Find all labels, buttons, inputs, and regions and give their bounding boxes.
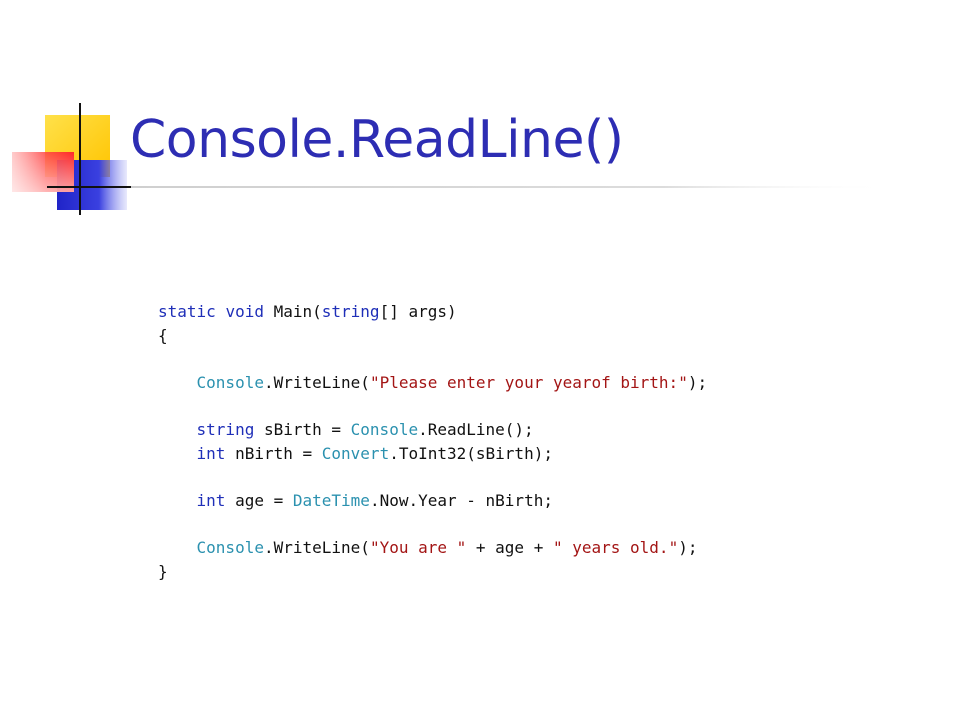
code-token-plain: [] args): [379, 302, 457, 321]
code-line: int nBirth = Convert.ToInt32(sBirth);: [158, 442, 707, 466]
code-token-str: "You are ": [369, 537, 467, 557]
code-token-plain: [158, 373, 197, 392]
code-token-plain: [216, 302, 226, 321]
horizontal-rule-light: [131, 186, 891, 188]
code-line: }: [158, 560, 707, 584]
horizontal-rule-dark: [47, 186, 131, 188]
code-token-plain: }: [158, 561, 168, 581]
code-token-plain: .ReadLine();: [418, 419, 534, 439]
code-line: {: [158, 324, 707, 348]
code-token-str: "Please enter your yearof birth:": [369, 372, 688, 392]
code-line: string sBirth = Console.ReadLine();: [158, 418, 707, 442]
code-token-plain: );: [678, 537, 698, 557]
code-block: static void Main(string[] args){ Console…: [158, 300, 707, 583]
code-token-plain: );: [687, 372, 708, 392]
code-token-type: Console: [196, 372, 264, 392]
code-token-type: Console: [350, 419, 419, 439]
slide-decoration: [12, 103, 891, 215]
code-token-plain: [158, 444, 197, 463]
code-token-type: Convert: [321, 443, 390, 463]
code-line: [158, 465, 707, 489]
slide-title: Console.ReadLine(): [130, 110, 624, 170]
code-token-kw: int: [196, 443, 226, 463]
code-line: Console.WriteLine("You are " + age + " y…: [158, 536, 707, 560]
code-token-plain: sBirth =: [254, 419, 351, 439]
code-token-plain: .WriteLine(: [263, 372, 370, 392]
code-token-plain: [158, 420, 197, 439]
code-token-plain: nBirth =: [225, 443, 322, 463]
code-token-kw: string: [196, 419, 255, 439]
code-token-plain: .WriteLine(: [263, 537, 370, 557]
code-token-kw: int: [196, 490, 226, 510]
code-token-kw: static: [158, 302, 216, 321]
code-line: [158, 512, 707, 536]
code-token-kw: string: [321, 302, 380, 321]
code-token-kw: void: [225, 302, 264, 321]
code-token-str: " years old.": [552, 537, 679, 557]
code-line: [158, 394, 707, 418]
code-token-plain: .Now.Year - nBirth;: [369, 490, 553, 510]
code-token-plain: + age +: [466, 537, 553, 557]
code-token-type: Console: [196, 537, 264, 557]
code-token-type: DateTime: [292, 490, 370, 510]
code-token-plain: {: [158, 325, 168, 345]
code-line: [158, 347, 707, 371]
code-token-plain: [158, 491, 197, 510]
code-line: int age = DateTime.Now.Year - nBirth;: [158, 489, 707, 513]
code-token-plain: Main(: [263, 302, 322, 321]
code-token-plain: .ToInt32(sBirth);: [389, 443, 553, 463]
code-token-plain: age =: [225, 490, 293, 510]
vertical-rule: [79, 103, 81, 215]
code-line: Console.WriteLine("Please enter your yea…: [158, 371, 708, 395]
code-token-plain: [158, 538, 197, 557]
code-line: static void Main(string[] args): [158, 300, 707, 324]
